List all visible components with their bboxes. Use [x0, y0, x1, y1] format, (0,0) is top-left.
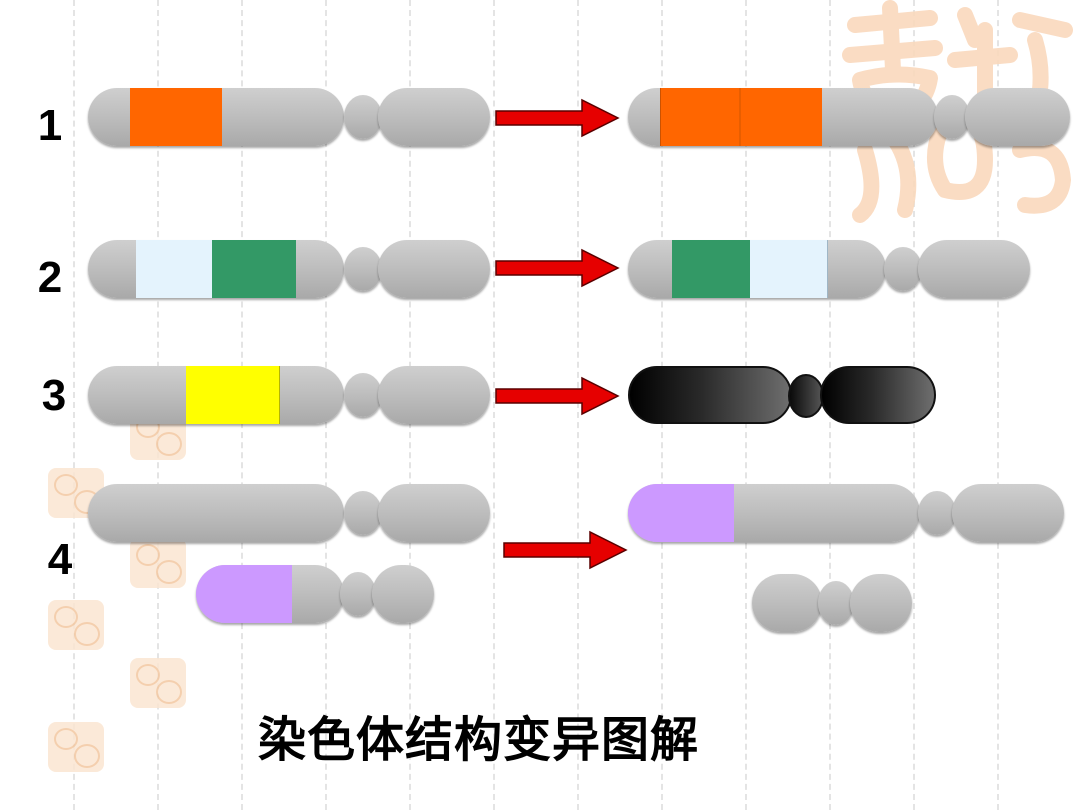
centromere	[918, 491, 956, 535]
yellow-band	[186, 366, 280, 424]
centromere	[344, 247, 382, 291]
arrow-right-icon	[495, 248, 620, 288]
chromosome-short-arm	[372, 565, 434, 623]
seal-stamp-icon	[48, 600, 104, 650]
light-blue-band	[750, 240, 828, 298]
centromere	[788, 374, 824, 418]
centromere	[344, 95, 382, 139]
chromosome-short-arm	[378, 366, 490, 424]
arrow-right-icon	[503, 530, 628, 570]
chromosome-long-arm	[196, 565, 344, 623]
chromosome-long-arm	[628, 484, 920, 542]
green-band	[212, 240, 296, 298]
chromosome-short-arm	[850, 574, 912, 632]
row-label-2: 2	[37, 253, 63, 302]
orange-band	[130, 88, 222, 146]
chromosome-short-arm	[378, 240, 490, 298]
diagram-caption: 染色体结构变异图解	[258, 712, 700, 768]
grid-line	[73, 0, 75, 810]
arrow-right-icon	[495, 376, 620, 416]
arrow-right-icon	[495, 98, 620, 138]
chromosome-short-arm	[378, 88, 490, 146]
chromosome-long-arm	[628, 366, 792, 424]
seal-stamp-icon	[130, 658, 186, 708]
chromosome-short-arm	[965, 88, 1070, 146]
chromosome-short-arm	[378, 484, 490, 542]
purple-band	[628, 484, 734, 542]
centromere	[884, 247, 922, 291]
grid-line	[577, 0, 579, 810]
row-label-4: 4	[47, 535, 73, 584]
centromere	[934, 95, 970, 139]
centromere	[344, 491, 382, 535]
row-label-1: 1	[37, 101, 63, 150]
centromere	[344, 373, 382, 417]
chromosome-short-arm	[820, 366, 936, 424]
seal-stamp-icon	[130, 538, 186, 588]
green-band	[672, 240, 752, 298]
duplication-boundary	[739, 88, 741, 146]
light-blue-band	[136, 240, 214, 298]
chromosome-long-arm	[88, 484, 344, 542]
centromere	[340, 572, 376, 616]
orange-band-duplicated	[660, 88, 822, 146]
centromere	[818, 581, 854, 625]
row-label-3: 3	[41, 371, 67, 420]
purple-band	[196, 565, 292, 623]
grid-line	[997, 0, 999, 810]
chromosome-short-arm	[952, 484, 1064, 542]
grid-line	[493, 0, 495, 810]
chromosome-short-arm	[918, 240, 1030, 298]
chromosome-long-arm	[752, 574, 822, 632]
seal-stamp-icon	[48, 722, 104, 772]
